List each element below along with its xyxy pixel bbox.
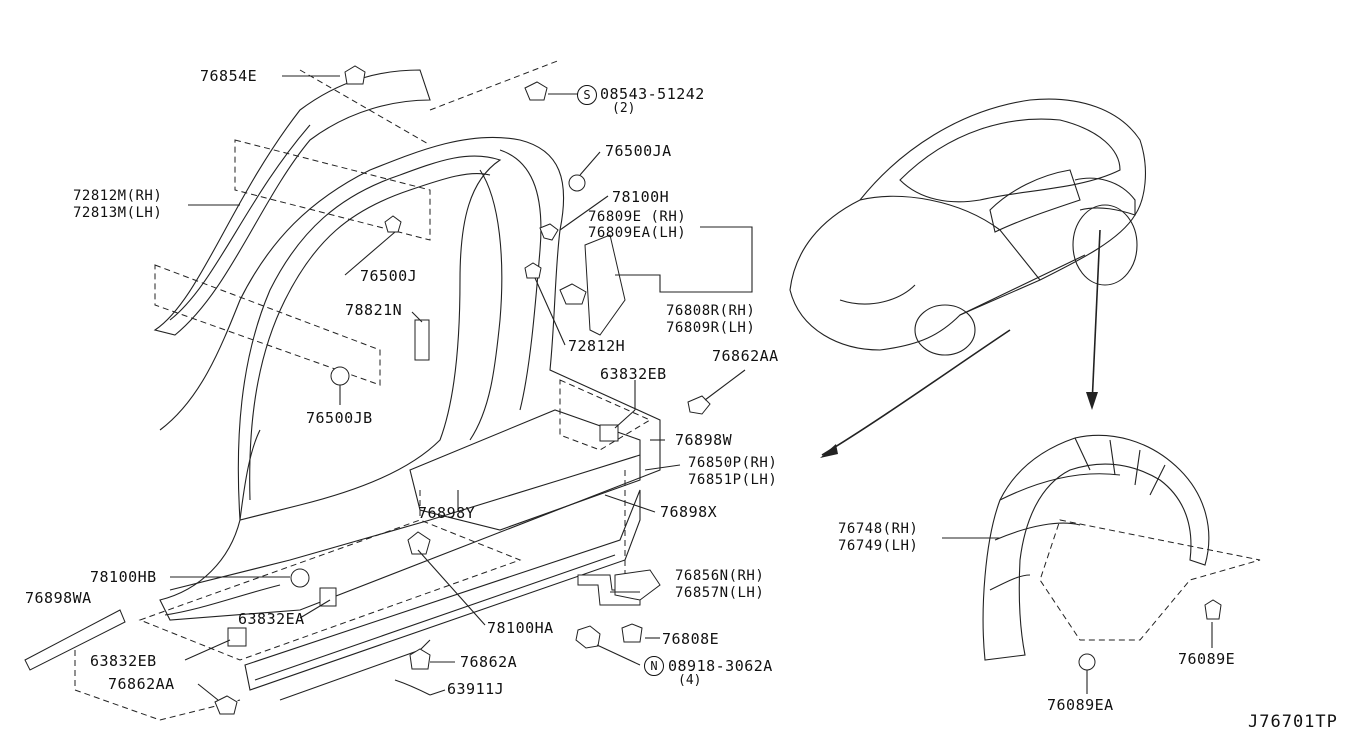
label-76856N: 76856N(RH) <box>675 568 765 584</box>
symbol-n: N <box>644 656 664 676</box>
label-76898WA: 76898WA <box>25 589 92 607</box>
nut-08918 <box>575 625 601 649</box>
grommet-63832EA <box>319 587 337 607</box>
label-72812M: 72812M(RH) <box>73 188 163 204</box>
grommet-63832EB-bot <box>227 627 247 647</box>
dashed-box-upper-left <box>154 59 561 386</box>
clip-76500JB <box>330 366 350 386</box>
label-63911J: 63911J <box>447 680 505 698</box>
label-76809E: 76809E (RH) <box>588 209 687 225</box>
symbol-s: S <box>577 85 597 105</box>
label-76850P: 76850P(RH) <box>688 455 778 471</box>
label-76500JB: 76500JB <box>306 409 373 427</box>
label-76808R: 76808R(RH) <box>666 303 756 319</box>
label-76898Y: 76898Y <box>418 504 476 522</box>
panel-76808R <box>584 234 626 336</box>
label-76851P: 76851P(LH) <box>688 472 778 488</box>
clip-76089E <box>1204 599 1222 620</box>
roof-rail-molding <box>153 69 431 336</box>
label-76089EA: 76089EA <box>1047 696 1114 714</box>
label-78100HB: 78100HB <box>90 568 157 586</box>
clip-78100HB <box>290 568 310 588</box>
label-76809EA: 76809EA(LH) <box>588 225 687 241</box>
label-63832EB-top: 63832EB <box>600 365 667 383</box>
label-76862AA-top: 76862AA <box>712 347 779 365</box>
wire-63911J <box>394 679 431 696</box>
bracket-76856N <box>577 569 661 606</box>
label-76808E: 76808E <box>662 630 720 648</box>
diagram-code: J76701TP <box>1248 712 1338 732</box>
nut-76089EA <box>1078 653 1096 671</box>
label-63832EA: 63832EA <box>238 610 305 628</box>
clip-76808E <box>621 623 643 643</box>
label-76898X: 76898X <box>660 503 718 521</box>
label-78100HA: 78100HA <box>487 619 554 637</box>
qty-08543: (2) <box>612 101 636 116</box>
bolt-76862A <box>409 648 431 670</box>
label-78821N: 78821N <box>345 301 403 319</box>
label-76857N: 76857N(LH) <box>675 585 765 601</box>
label-76749: 76749(LH) <box>838 538 919 554</box>
clip-76500J <box>384 215 402 233</box>
dashed-box-lower <box>74 379 652 721</box>
body-side-outer-panel <box>159 136 661 621</box>
bolt-76862AA-top <box>687 395 711 415</box>
label-76862AA-bot: 76862AA <box>108 675 175 693</box>
label-76089E: 76089E <box>1178 650 1236 668</box>
arrows <box>820 229 1101 458</box>
clip-78100HA <box>407 531 431 555</box>
strip-76898WA <box>24 609 126 671</box>
clip-78100H <box>539 223 559 241</box>
label-72812H: 72812H <box>568 337 626 355</box>
label-78100H: 78100H <box>612 188 670 206</box>
bolt-76862AA-bot <box>214 695 238 715</box>
label-76898W: 76898W <box>675 431 733 449</box>
screw-08543 <box>524 81 548 101</box>
label-08918-3062A: 08918-3062A <box>668 657 773 675</box>
grommet-63832EB-top <box>599 424 619 442</box>
seal-78821N <box>414 319 430 361</box>
qty-08918: (4) <box>678 673 702 688</box>
label-76854E: 76854E <box>200 67 258 85</box>
label-76500JA: 76500JA <box>605 142 672 160</box>
label-76500J: 76500J <box>360 267 418 285</box>
fender-protector <box>982 434 1261 661</box>
vehicle-outline <box>789 98 1146 356</box>
label-76748: 76748(RH) <box>838 521 919 537</box>
label-08543-51242: 08543-51242 <box>600 85 705 103</box>
clip-76500JA <box>568 174 586 192</box>
leader-lines <box>170 75 1213 701</box>
clip-72812H <box>524 262 542 279</box>
label-72813M: 72813M(LH) <box>73 205 163 221</box>
label-76862A: 76862A <box>460 653 518 671</box>
label-76809R: 76809R(LH) <box>666 320 756 336</box>
label-63832EB-bot: 63832EB <box>90 652 157 670</box>
bracket-76809E <box>559 283 587 305</box>
clip-76854E <box>344 65 366 85</box>
